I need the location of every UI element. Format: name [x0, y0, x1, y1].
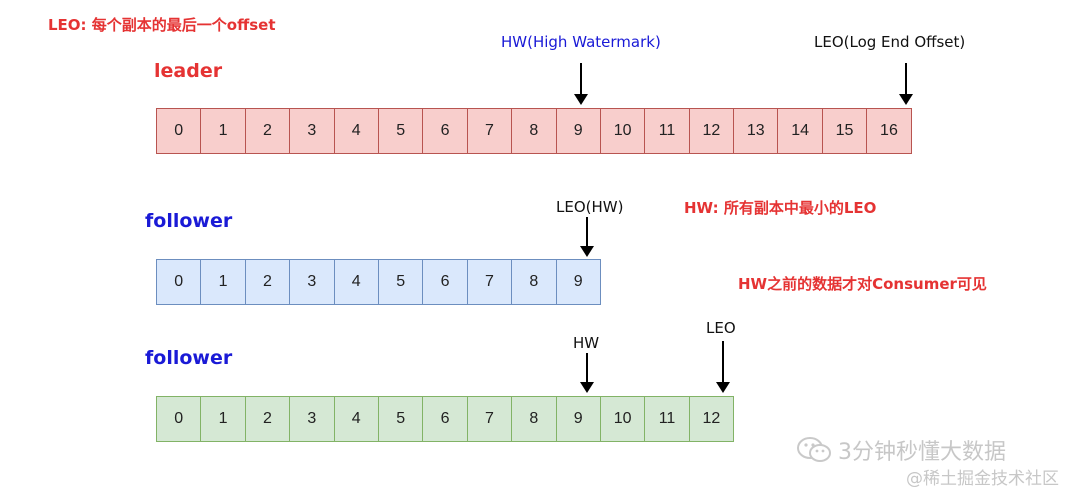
leo-definition-note: LEO: 每个副本的最后一个offset — [48, 16, 276, 34]
leader-hw-label: HW(High Watermark) — [501, 33, 661, 51]
leader-label: leader — [154, 60, 223, 82]
follower1-label: follower — [145, 210, 233, 232]
follower2-offset-cell: 2 — [244, 396, 291, 442]
leader-offset-cell: 14 — [777, 108, 823, 154]
follower2-offset-cell: 6 — [422, 396, 468, 442]
follower1-leo-hw-arrow — [580, 217, 594, 257]
follower1-offset-cell: 4 — [333, 259, 379, 305]
leader-offset-cell: 5 — [377, 108, 424, 154]
follower2-offset-cell: 7 — [466, 396, 513, 442]
follower1-offset-cell: 2 — [244, 259, 291, 305]
follower1-leo-hw-label: LEO(HW) — [556, 198, 624, 216]
leader-offset-cell: 1 — [200, 108, 246, 154]
leader-leo-label: LEO(Log End Offset) — [814, 33, 966, 51]
wechat-icon — [796, 436, 832, 464]
leader-offset-cell: 10 — [599, 108, 646, 154]
follower1-offset-cell: 1 — [200, 259, 246, 305]
leader-offset-cell: 6 — [422, 108, 468, 154]
follower2-hw-label: HW — [573, 334, 600, 352]
follower2-offset-cell: 12 — [688, 396, 735, 442]
leader-offset-cell: 0 — [156, 108, 202, 154]
follower2-offset-cell: 10 — [599, 396, 646, 442]
leader-offset-cell: 9 — [555, 108, 601, 154]
leader-offset-cell: 2 — [244, 108, 291, 154]
follower2-label: follower — [145, 347, 233, 369]
follower1-offset-cell: 9 — [555, 259, 601, 305]
follower2-leo-label: LEO — [706, 319, 736, 337]
leader-leo-arrow — [899, 63, 913, 105]
follower1-offset-cell: 7 — [466, 259, 513, 305]
follower2-offset-cell: 4 — [333, 396, 379, 442]
watermark-site-text: @稀土掘金技术社区 — [906, 469, 1059, 489]
leader-offset-cell: 3 — [289, 108, 335, 154]
watermark-wechat-text: 3分钟秒懂大数据 — [838, 440, 1006, 465]
leader-offset-cell: 4 — [333, 108, 379, 154]
leader-offset-cell: 12 — [688, 108, 735, 154]
follower2-offset-cell: 9 — [555, 396, 601, 442]
follower1-offset-cell: 3 — [289, 259, 335, 305]
follower2-hw-arrow — [580, 353, 594, 393]
leader-offset-cell: 11 — [644, 108, 690, 154]
leader-offset-cell: 7 — [466, 108, 513, 154]
leader-offset-cell: 16 — [866, 108, 912, 154]
follower1-offset-cell: 8 — [511, 259, 557, 305]
follower1-offset-cell: 6 — [422, 259, 468, 305]
follower2-offset-cell: 8 — [511, 396, 557, 442]
follower1-offset-cell: 5 — [377, 259, 424, 305]
follower2-offset-cell: 1 — [200, 396, 246, 442]
follower2-offset-cell: 0 — [156, 396, 202, 442]
follower2-offset-cell: 5 — [377, 396, 424, 442]
follower2-offset-cell: 3 — [289, 396, 335, 442]
hw-definition-note: HW: 所有副本中最小的LEO — [684, 199, 877, 217]
leader-offset-cell: 8 — [511, 108, 557, 154]
follower1-offset-cell: 0 — [156, 259, 202, 305]
leader-offset-cell: 15 — [821, 108, 868, 154]
follower2-leo-arrow — [716, 341, 730, 393]
leader-hw-arrow — [574, 63, 588, 105]
consumer-visibility-note: HW之前的数据才对Consumer可见 — [738, 275, 987, 293]
leader-offset-cell: 13 — [733, 108, 779, 154]
follower2-offset-cell: 11 — [644, 396, 690, 442]
